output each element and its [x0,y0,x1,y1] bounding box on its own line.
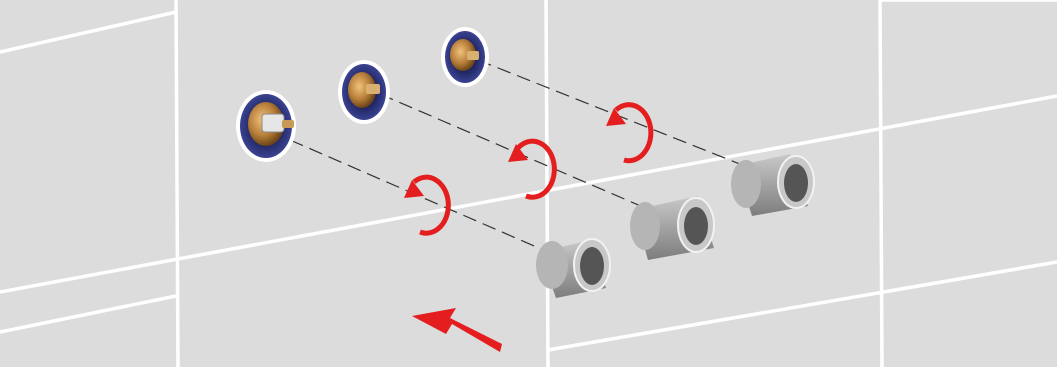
rotate-clockwise-icon [508,138,557,200]
valve-tip [282,120,294,128]
sleeve-back [536,241,568,289]
grout-vertical-1 [174,0,180,367]
valve-spindle [366,84,380,94]
valve-cartridge-middle [338,60,390,124]
guide-line-middle [379,93,651,211]
valve-cartridge-right [441,27,489,87]
grout-diagonal-4 [547,260,1057,352]
valve-spindle [261,113,285,133]
grout-vertical-2 [544,0,550,367]
extension-sleeve-left [536,238,611,298]
valve-spindle [467,51,479,60]
grout-diagonal-1 [0,10,177,54]
grout-diagonal-3 [0,294,177,334]
sleeve-back [731,160,761,208]
sleeve-bore [684,207,708,245]
valve-body [348,72,376,108]
sleeve-bore [784,164,808,202]
rotate-clockwise-icon [606,102,654,164]
grout-diagonal-2 [0,94,1057,294]
sleeve-back [630,202,660,250]
extension-sleeve-middle [630,196,715,260]
push-in-arrow-icon [412,308,502,352]
extension-sleeve-right [731,154,815,216]
grout-vertical-3 [878,0,884,367]
rotate-clockwise-icon [404,174,451,236]
valve-body [450,39,476,71]
valve-cartridge-left [236,90,296,162]
guide-line-left [289,139,549,253]
sleeve-bore [580,247,604,285]
